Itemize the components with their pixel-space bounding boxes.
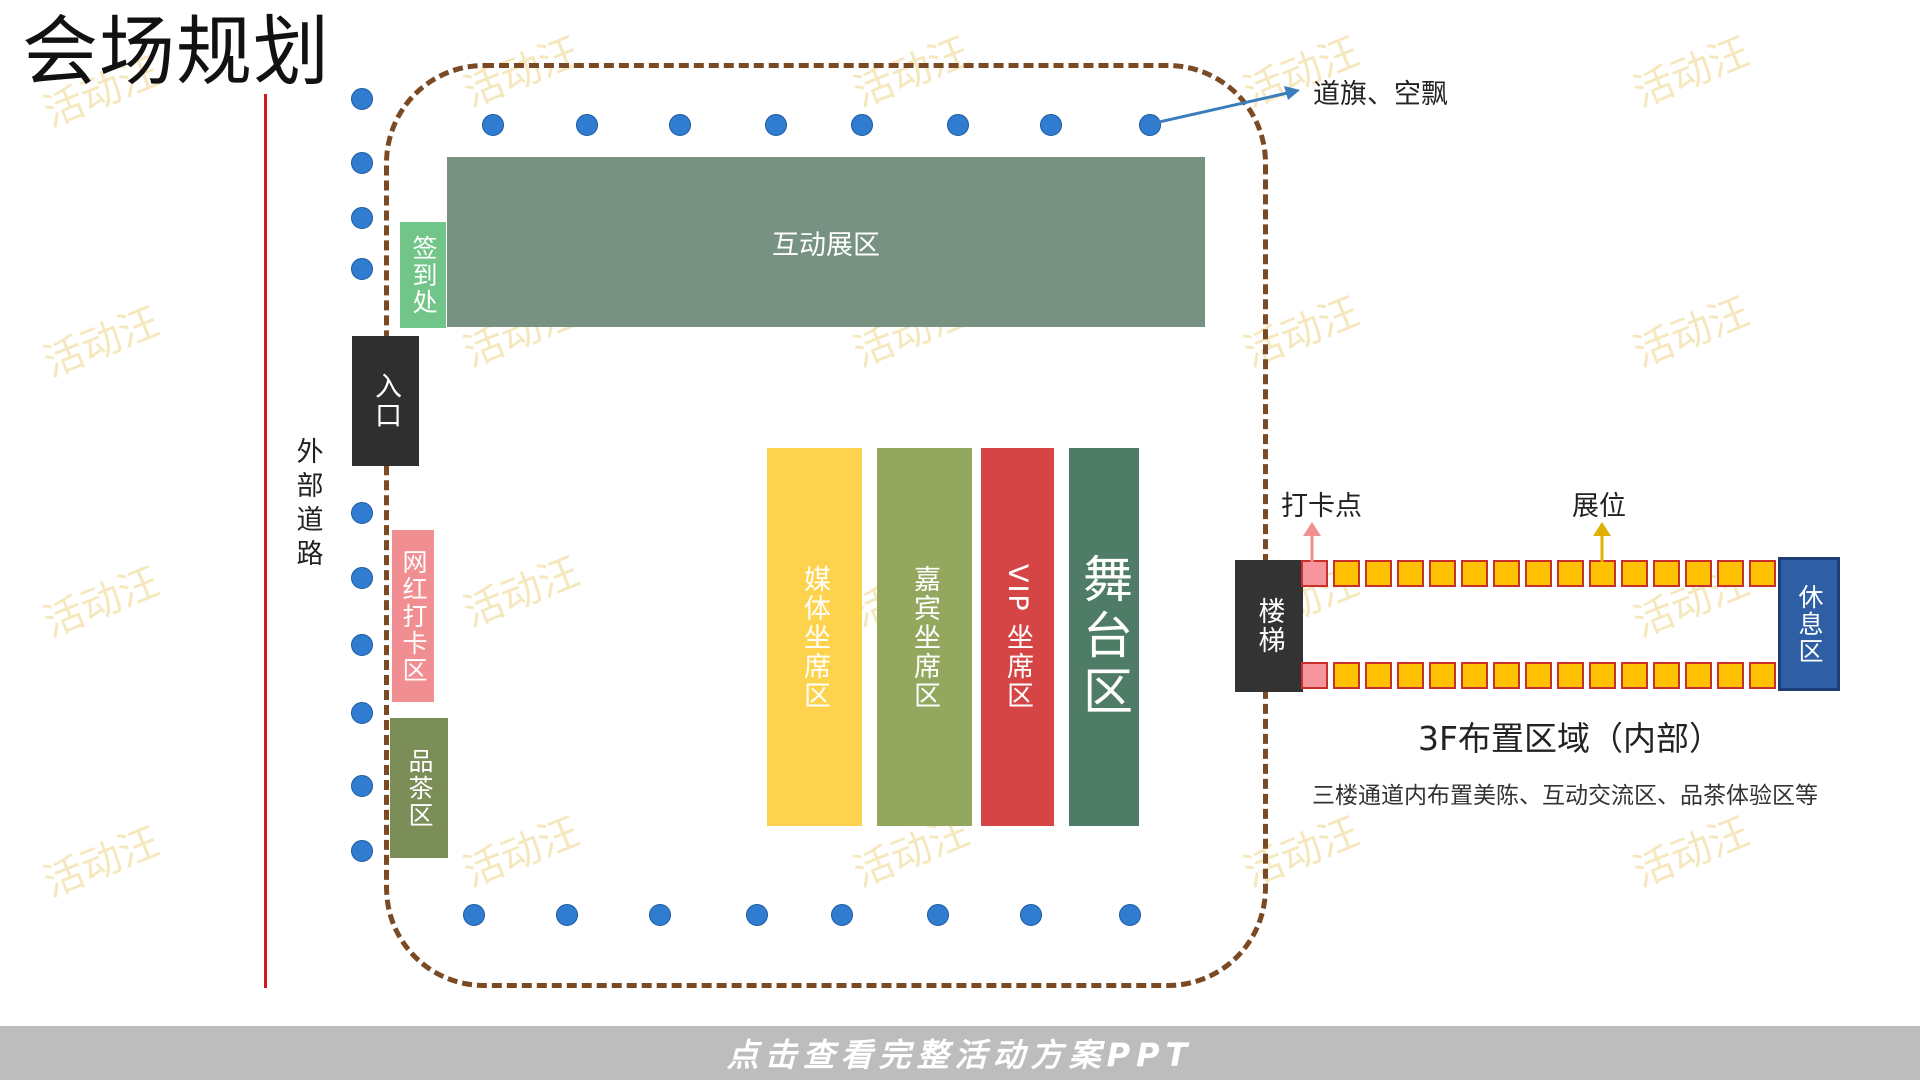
flag-dot	[831, 904, 853, 926]
flag-dot	[746, 904, 768, 926]
outer-road-line	[264, 94, 267, 988]
booth	[1717, 662, 1744, 689]
watermark: 活动汪	[37, 818, 166, 907]
section-title: 3F布置区域（内部）	[1418, 719, 1722, 758]
flag-dot	[351, 567, 373, 589]
booth	[1493, 560, 1520, 587]
zone-interactive-exhibition: 互动展区	[447, 157, 1205, 327]
watermark: 活动汪	[1627, 28, 1756, 117]
flag-dot	[851, 114, 873, 136]
flag-dot	[576, 114, 598, 136]
zone-vip-seating: VIP 坐席区	[981, 448, 1054, 826]
booth	[1653, 662, 1680, 689]
booth	[1589, 560, 1616, 587]
zone-media-seating: 媒体坐席区	[767, 448, 862, 826]
booth	[1429, 662, 1456, 689]
zone-stairs: 楼梯	[1235, 560, 1303, 692]
flag-dot	[351, 88, 373, 110]
booth	[1429, 560, 1456, 587]
booth-arrow-icon	[1593, 522, 1611, 562]
checkin-booth	[1301, 560, 1328, 587]
zone-photo-checkin: 网红打卡区	[392, 530, 434, 702]
section-note: 三楼通道内布置美陈、互动交流区、品茶体验区等	[1312, 783, 1818, 809]
outer-road-label: 外部道路	[296, 437, 324, 570]
booth	[1333, 560, 1360, 587]
flag-dot	[351, 502, 373, 524]
flag-dot	[351, 258, 373, 280]
flag-dot	[1119, 904, 1141, 926]
flag-dot	[1020, 904, 1042, 926]
flag-dot	[649, 904, 671, 926]
watermark: 活动汪	[1627, 808, 1756, 897]
booth	[1461, 560, 1488, 587]
booth	[1749, 662, 1776, 689]
watermark: 活动汪	[1627, 288, 1756, 377]
booth	[1589, 662, 1616, 689]
watermark: 活动汪	[37, 558, 166, 647]
flag-dot	[351, 207, 373, 229]
booth-label: 展位	[1572, 491, 1626, 522]
flag-dot	[1139, 114, 1161, 136]
zone-signin: 签到处	[400, 222, 446, 328]
venue-boundary	[384, 63, 1268, 988]
flag-dot	[351, 775, 373, 797]
flags-label: 道旗、空飘	[1313, 79, 1448, 110]
booth	[1557, 662, 1584, 689]
footer-link-text[interactable]: 点击查看完整活动方案PPT	[726, 1036, 1194, 1074]
booth	[1685, 560, 1712, 587]
zone-stage: 舞台区	[1069, 448, 1139, 826]
zone-guest-seating: 嘉宾坐席区	[877, 448, 972, 826]
booth	[1461, 662, 1488, 689]
checkin-arrow-icon	[1303, 522, 1321, 562]
watermark: 活动汪	[37, 298, 166, 387]
zone-entrance: 入口	[352, 336, 419, 466]
booth	[1493, 662, 1520, 689]
zone-rest: 休息区	[1778, 557, 1840, 691]
booth	[1557, 560, 1584, 587]
booth	[1365, 662, 1392, 689]
flag-dot	[351, 634, 373, 656]
flag-dot	[482, 114, 504, 136]
booth	[1653, 560, 1680, 587]
booth	[1333, 662, 1360, 689]
page-title: 会场规划	[22, 7, 330, 96]
flags-arrow-icon	[1150, 86, 1300, 126]
booth-row-top	[1301, 560, 1777, 588]
flag-dot	[765, 114, 787, 136]
booth	[1749, 560, 1776, 587]
booth-row-bottom	[1301, 662, 1777, 690]
flag-dot	[669, 114, 691, 136]
flag-dot	[351, 840, 373, 862]
flag-dot	[947, 114, 969, 136]
booth	[1717, 560, 1744, 587]
flag-dot	[927, 904, 949, 926]
flag-dot	[556, 904, 578, 926]
flag-dot	[1040, 114, 1062, 136]
flag-dot	[463, 904, 485, 926]
booth	[1525, 662, 1552, 689]
zone-tea: 品茶区	[390, 718, 448, 858]
booth	[1397, 560, 1424, 587]
booth	[1685, 662, 1712, 689]
checkin-point-label: 打卡点	[1281, 491, 1362, 522]
booth	[1621, 560, 1648, 587]
footer-banner[interactable]: 点击查看完整活动方案PPT	[0, 1026, 1920, 1080]
flag-dot	[351, 702, 373, 724]
checkin-booth	[1301, 662, 1328, 689]
flag-dot	[351, 152, 373, 174]
booth	[1525, 560, 1552, 587]
booth	[1621, 662, 1648, 689]
booth	[1365, 560, 1392, 587]
booth	[1397, 662, 1424, 689]
